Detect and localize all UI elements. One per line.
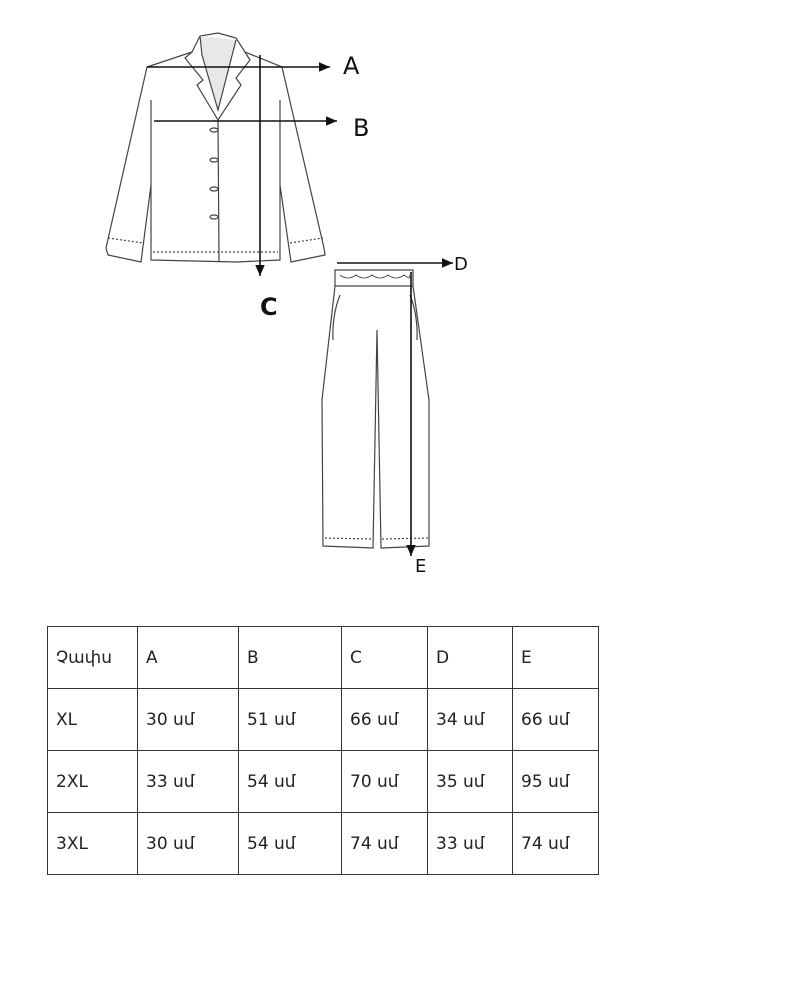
pants-illustration [321,269,430,549]
pajama-measurement-diagram: A B C D E [105,32,468,577]
cell-c: 74 սմ [341,812,428,875]
cell-b: 54 սմ [238,812,342,875]
cell-d: 34 սմ [427,688,513,751]
cell-a: 33 սմ [137,750,239,813]
header-d: D [427,626,513,689]
label-a: A [343,52,360,80]
table-row: 3XL 30 սմ 54 սմ 74 սմ 33 սմ 74 սմ [47,812,599,875]
cell-c: 66 սմ [341,688,428,751]
header-b: B [238,626,342,689]
cell-e: 66 սմ [512,688,599,751]
shirt-illustration [105,32,326,263]
cell-size: XL [47,688,138,751]
label-b: B [353,114,369,142]
header-a: A [137,626,239,689]
label-d: D [454,254,468,275]
cell-a: 30 սմ [137,812,239,875]
measurement-arrows [147,55,453,556]
label-e: E [415,556,426,577]
header-c: C [341,626,428,689]
cell-d: 33 սմ [427,812,513,875]
cell-e: 74 սմ [512,812,599,875]
table-header-row: Չափս A B C D E [47,626,599,689]
table-row: 2XL 33 սմ 54 սմ 70 սմ 35 սմ 95 սմ [47,750,599,813]
table-row: XL 30 սմ 51 սմ 66 սմ 34 սմ 66 սմ [47,688,599,751]
cell-e: 95 սմ [512,750,599,813]
size-table: Չափս A B C D E XL 30 սմ 51 սմ 66 սմ 34 ս… [47,626,599,875]
cell-d: 35 սմ [427,750,513,813]
cell-b: 54 սմ [238,750,342,813]
label-c: C [260,293,278,321]
header-e: E [512,626,599,689]
header-size: Չափս [47,626,138,689]
cell-size: 2XL [47,750,138,813]
cell-a: 30 սմ [137,688,239,751]
cell-size: 3XL [47,812,138,875]
cell-c: 70 սմ [341,750,428,813]
cell-b: 51 սմ [238,688,342,751]
